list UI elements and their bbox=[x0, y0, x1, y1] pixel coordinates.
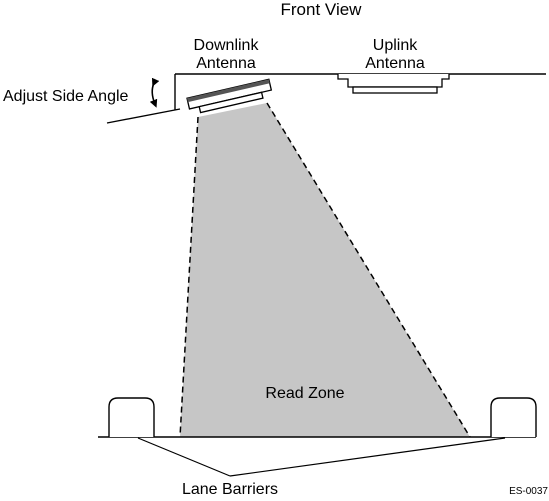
adjust-angle-arrow-icon bbox=[152, 83, 155, 104]
uplink-antenna-face bbox=[353, 87, 437, 93]
uplink-antenna bbox=[338, 74, 449, 93]
uplink-antenna-label-line1: Uplink bbox=[373, 37, 418, 54]
downlink-antenna-label-line1: Downlink bbox=[194, 37, 260, 54]
barrier-pointer-left bbox=[138, 438, 230, 476]
uplink-antenna-body bbox=[338, 74, 449, 87]
side-angle-label: Adjust Side Angle bbox=[3, 88, 129, 105]
figure-id: ES-0037 bbox=[509, 486, 548, 496]
barrier-pointer-right bbox=[230, 438, 505, 476]
diagram-title: Front View bbox=[281, 0, 363, 19]
read-zone-label: Read Zone bbox=[265, 385, 344, 402]
lane-barriers-label: Lane Barriers bbox=[182, 481, 278, 496]
lane-barrier-left bbox=[109, 398, 154, 437]
lane-barrier-right bbox=[491, 398, 536, 437]
uplink-antenna-label-line2: Antenna bbox=[365, 55, 425, 72]
side-angle-tilt-line bbox=[107, 109, 180, 123]
downlink-antenna-label-line2: Antenna bbox=[196, 55, 256, 72]
